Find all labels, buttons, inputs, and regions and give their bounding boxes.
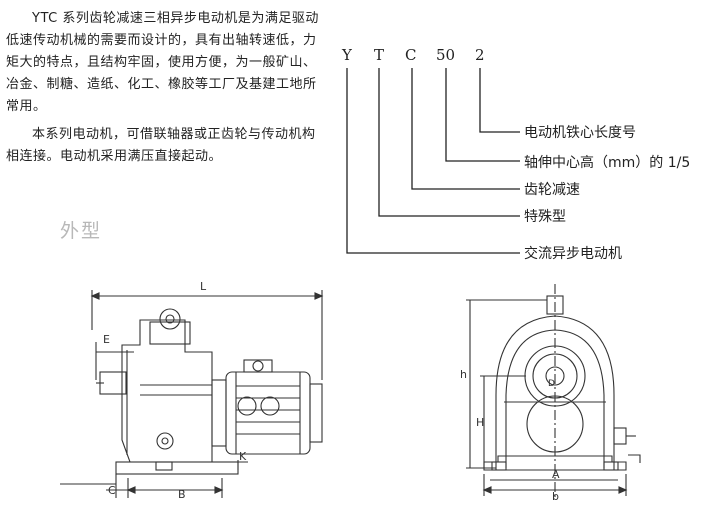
label-special-type: 特殊型: [524, 209, 566, 225]
dim-label-E: E: [103, 333, 110, 346]
intro-paragraph-1: YTC 系列齿轮减速三相异步电动机是为满足驱动低速传动机械的需要而设计的，具有出…: [6, 11, 319, 114]
side-view: [60, 290, 324, 498]
dim-label-A: A: [552, 468, 560, 481]
intro-text: YTC 系列齿轮减速三相异步电动机是为满足驱动低速传动机械的需要而设计的，具有出…: [6, 8, 322, 168]
front-view: [466, 284, 641, 500]
dim-label-B: B: [178, 488, 186, 501]
dim-label-b: b: [552, 490, 559, 503]
dim-label-D: D: [548, 379, 555, 389]
code-letter-50: 50: [436, 46, 456, 64]
dim-label-L: L: [200, 280, 207, 293]
dim-label-C: C: [108, 484, 116, 497]
dim-label-K: K: [239, 450, 247, 463]
label-core-length: 电动机铁心长度号: [524, 125, 636, 141]
code-letter-t: T: [374, 46, 385, 64]
code-letter-y: Y: [342, 46, 352, 64]
dim-label-h: h: [460, 368, 467, 381]
model-code-lines: [346, 68, 520, 254]
label-ac-async-motor: 交流异步电动机: [524, 246, 622, 262]
code-letter-2: 2: [475, 46, 485, 64]
front-view-labels: h H A b D: [460, 368, 560, 503]
section-heading: 外型: [60, 220, 103, 242]
label-shaft-height: 轴伸中心高（mm）的 1/5: [524, 155, 691, 171]
code-letter-c: C: [405, 46, 417, 64]
dim-label-H: H: [476, 416, 484, 429]
intro-paragraph-2: 本系列电动机，可借联轴器或正齿轮与传动机构相连接。电动机采用满压直接起动。: [6, 127, 316, 164]
label-gear-reduction: 齿轮减速: [524, 182, 580, 198]
side-view-labels: L E K C B: [103, 280, 247, 501]
